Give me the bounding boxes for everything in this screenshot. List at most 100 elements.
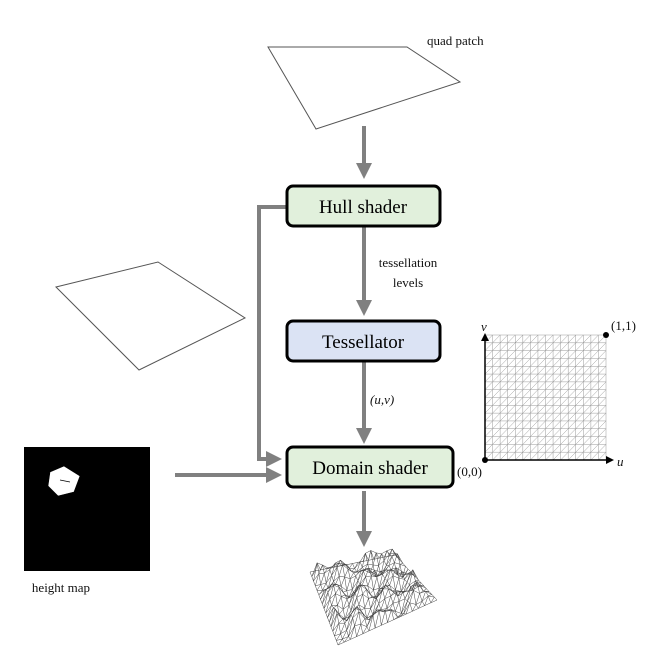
mesh-edge: [313, 581, 316, 586]
uv-grid-line: [484, 405, 493, 414]
mesh-edge: [340, 630, 347, 634]
mesh-edge: [342, 638, 345, 643]
uv-grid-line: [545, 342, 554, 351]
mesh-edge: [418, 601, 423, 609]
mesh-edge: [356, 584, 361, 598]
mesh-edge: [395, 611, 398, 618]
mesh-edge: [315, 585, 318, 591]
mesh-edge: [410, 569, 413, 574]
mesh-edge: [342, 592, 346, 596]
mesh-edge: [391, 590, 395, 592]
mesh-edge: [417, 584, 421, 588]
uv-grid-line: [598, 436, 607, 445]
mesh-edge: [403, 601, 408, 614]
mesh-edge: [388, 569, 391, 571]
uv-grid-line: [492, 334, 501, 343]
mesh-edge: [389, 585, 396, 591]
uv-grid-line: [590, 358, 599, 367]
mesh-edge: [430, 597, 435, 603]
side-quad-patch-shape: [55, 261, 247, 371]
uv-grid-line: [507, 397, 516, 406]
mesh-edge: [331, 583, 334, 586]
mesh-edge: [339, 576, 345, 578]
uv-grid-line: [598, 444, 607, 453]
mesh-edge: [374, 570, 378, 577]
mesh-edge: [348, 636, 351, 640]
mesh-edge: [395, 611, 402, 614]
domain-shader-node: Domain shader: [285, 445, 455, 489]
uv-grid-line: [583, 405, 592, 414]
uv-grid-line: [492, 428, 501, 437]
mesh-edge: [371, 575, 374, 591]
mesh-edge: [383, 584, 387, 589]
uv-grid-line: [515, 389, 523, 398]
mesh-edge: [402, 563, 406, 567]
mesh-edge: [378, 588, 382, 593]
uv-grid-line: [499, 350, 508, 359]
mesh-edge: [374, 570, 381, 572]
arrow-hull-to-domain-bypass: [257, 205, 287, 467]
uv-grid-line: [522, 420, 531, 429]
mesh-edge: [412, 608, 419, 612]
mesh-edge: [370, 598, 377, 609]
uv-grid-line: [560, 452, 569, 461]
mesh-edge: [338, 562, 345, 565]
mesh-edge: [392, 548, 396, 554]
mesh-edge: [340, 560, 343, 565]
mesh-edge: [329, 593, 336, 600]
uv-grid-line: [552, 350, 561, 359]
mesh-edge: [327, 587, 331, 589]
uv-grid-line: [515, 444, 523, 453]
mesh-edge: [391, 609, 398, 618]
mesh-edge: [354, 580, 359, 595]
uv-grid-line: [583, 436, 592, 445]
mesh-edge: [340, 633, 343, 640]
mesh-edge: [346, 578, 351, 591]
mesh-edge: [372, 603, 380, 615]
mesh-edge: [395, 601, 400, 612]
mesh-edge: [323, 592, 329, 609]
uv-grid-line: [552, 334, 561, 343]
mesh-edge: [388, 565, 392, 571]
uv-grid-line: [522, 397, 531, 406]
mesh-edge: [325, 569, 331, 584]
mesh-edge: [338, 623, 341, 634]
uv-grid-line: [530, 397, 539, 406]
mesh-edge: [344, 636, 349, 643]
uv-grid-line: [499, 452, 508, 461]
mesh-edge: [384, 595, 391, 599]
uv-grid-line: [575, 436, 584, 445]
mesh-edge: [327, 617, 330, 623]
mesh-edge: [336, 566, 340, 577]
mesh-edge: [342, 636, 349, 640]
uv-grid-line: [568, 444, 576, 453]
mesh-edge: [386, 608, 390, 611]
mesh-edge: [350, 592, 354, 598]
uv-grid-line: [545, 428, 554, 437]
mesh-edge: [325, 567, 329, 570]
uv-label: (u,v): [370, 392, 394, 407]
mesh-edge: [346, 589, 353, 591]
uv-grid-line: [590, 397, 599, 406]
uv-grid-line: [575, 428, 584, 437]
uv-grid-lines: [484, 334, 607, 461]
mesh-edge: [341, 594, 346, 597]
uv-grid-line: [537, 373, 546, 383]
mesh-edge: [359, 561, 363, 568]
mesh-edge: [381, 610, 386, 626]
mesh-edge: [398, 577, 405, 580]
mesh-edge: [357, 570, 362, 581]
uv-grid-line: [499, 334, 508, 343]
mesh-edge: [338, 614, 342, 618]
mesh-edge: [363, 571, 366, 577]
uv-grid-line: [522, 334, 531, 343]
corner-point-00: [482, 457, 488, 463]
uv-grid-line: [507, 342, 516, 351]
uv-grid-line: [575, 373, 584, 383]
uv-grid-line: [590, 366, 599, 375]
mesh-edge: [368, 559, 374, 561]
mesh-edge: [360, 618, 366, 625]
mesh-edge: [350, 636, 357, 640]
mesh-edge: [316, 562, 320, 574]
mesh-edge: [336, 640, 339, 646]
